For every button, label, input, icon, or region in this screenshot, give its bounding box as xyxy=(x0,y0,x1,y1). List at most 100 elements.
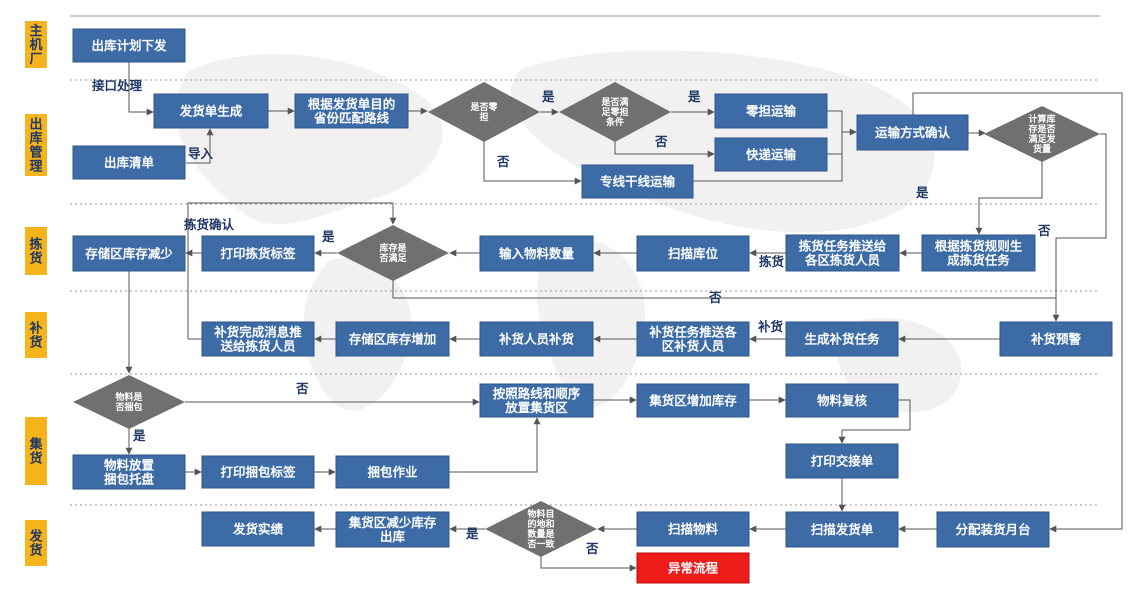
edge-label-yes_stock: 是 xyxy=(915,185,929,200)
decision-diamond xyxy=(73,375,185,429)
node-label: 库存是否满足 xyxy=(378,242,407,264)
connector xyxy=(693,154,843,182)
node-label: 补货任务推送各区补货人员 xyxy=(648,325,737,354)
node-inputqty: 输入物料数量 xyxy=(479,235,594,272)
process-box xyxy=(714,137,828,172)
process-box xyxy=(201,511,315,547)
node-label: 发货单生成 xyxy=(179,104,243,119)
process-box xyxy=(936,511,1050,548)
lane-label: 补货 xyxy=(28,321,42,351)
process-box xyxy=(72,28,186,63)
node-express: 快递运输 xyxy=(714,137,828,172)
edge-label-pick_confirm: 拣货确认 xyxy=(184,217,235,232)
decision-diamond xyxy=(428,82,540,142)
node-label: 快递运输 xyxy=(746,147,797,162)
node-label: 物料是否捆包 xyxy=(114,391,143,413)
node-storedec: 存储区库存减少 xyxy=(72,235,186,272)
edge-label-yes_ld: 是 xyxy=(541,89,555,104)
process-box xyxy=(479,321,594,357)
node-label: 根据发货单目的省份匹配路线 xyxy=(308,97,396,126)
node-trunk: 专线干线运输 xyxy=(581,164,694,199)
node-printpack: 打印捆包标签 xyxy=(201,455,315,489)
node-label: 物料放置捆包托盘 xyxy=(104,458,155,487)
node-packwork: 捆包作业 xyxy=(335,455,450,489)
node-label: 存储区库存增加 xyxy=(348,332,437,347)
node-plan: 出库计划下发 xyxy=(72,28,186,63)
connector xyxy=(912,92,1123,533)
decision-diamond xyxy=(559,82,671,142)
node-label: 存储区库存减少 xyxy=(84,246,173,261)
lane-label: 主机厂 xyxy=(29,23,42,67)
decision-d_enough: 库存是否满足 xyxy=(337,225,449,281)
node-shipdone: 发货实绩 xyxy=(201,511,315,547)
node-label: 扫描库位 xyxy=(668,246,719,261)
node-route: 根据发货单目的省份匹配路线 xyxy=(294,93,409,129)
connector xyxy=(827,110,857,136)
node-label: 计算库存是否满足发货量 xyxy=(1028,113,1056,155)
node-label: 输入物料数量 xyxy=(499,246,575,261)
decision-d_cond: 是否满足零担条件 xyxy=(559,82,671,142)
lane-tag-bar xyxy=(25,21,47,68)
node-label: 集货区减少库存出库 xyxy=(348,515,437,544)
process-box xyxy=(335,321,450,357)
node-gen: 发货单生成 xyxy=(153,93,269,129)
node-label: 补货完成消息推送给拣货人员 xyxy=(213,325,302,354)
node-pushrep: 补货任务推送各区补货人员 xyxy=(636,321,750,357)
decision-diamond xyxy=(485,501,597,557)
node-gentask: 根据拣货规则生成拣货任务 xyxy=(921,234,1036,272)
lane-outbound: 出库管理 xyxy=(25,114,47,176)
node-coninc: 集货区增加库存 xyxy=(636,383,750,418)
process-box xyxy=(479,383,594,418)
node-label: 物料目的地和数量是否一致 xyxy=(526,508,555,550)
connector xyxy=(449,417,541,473)
edge-label-no_enough: 否 xyxy=(708,290,722,305)
node-label: 打印捆包标签 xyxy=(220,465,296,480)
lane-tag-bar xyxy=(25,312,47,358)
decision-d_pack: 物料是否捆包 xyxy=(73,375,185,429)
process-box xyxy=(921,234,1036,272)
node-label: 是否满足零担条件 xyxy=(600,96,628,128)
connector xyxy=(483,126,582,185)
edge-label-replenish: 补货 xyxy=(757,319,784,334)
node-putpallet: 物料放置捆包托盘 xyxy=(72,454,186,490)
node-confirm: 运输方式确认 xyxy=(856,114,969,151)
node-label: 扫描物料 xyxy=(668,522,719,537)
lane-shipping: 发货 xyxy=(25,520,47,566)
process-box xyxy=(72,454,186,490)
process-box xyxy=(335,455,450,489)
node-label: 物料复核 xyxy=(817,393,868,408)
lane-label: 发货 xyxy=(28,529,43,559)
node-scanmat: 扫描物料 xyxy=(636,511,750,547)
edge-label-no_cond: 否 xyxy=(654,134,668,149)
connectors xyxy=(125,62,1123,572)
decision-d_ld: 是否零担 xyxy=(428,82,540,142)
edge-label-no_stock: 否 xyxy=(1037,223,1051,238)
lane-tag-bar xyxy=(25,227,47,275)
node-label: 根据拣货规则生成拣货任务 xyxy=(935,239,1023,268)
process-box xyxy=(294,93,409,129)
connector xyxy=(186,128,214,164)
node-label: 出库清单 xyxy=(104,155,155,170)
node-handover: 打印交接单 xyxy=(785,443,899,479)
decision-d_stock: 计算库存是否满足发货量 xyxy=(984,106,1100,162)
process-box xyxy=(636,321,750,357)
edge-label-no_pack: 否 xyxy=(295,381,309,396)
process-box xyxy=(201,321,315,357)
process-box xyxy=(856,114,969,151)
process-box xyxy=(636,235,750,272)
connector xyxy=(392,267,1056,299)
lane-label: 集货 xyxy=(28,437,43,467)
process-box xyxy=(72,145,186,180)
node-label: 补货人员补货 xyxy=(498,332,575,347)
edge-label-yes_pack: 是 xyxy=(132,428,146,443)
edge-label-yes_match: 是 xyxy=(465,526,479,541)
node-pushpick: 拣货任务推送给各区拣货人员 xyxy=(785,234,900,272)
edge-label-no_ld: 否 xyxy=(496,154,510,169)
lane-tag-bar xyxy=(25,520,47,566)
process-box xyxy=(785,321,899,357)
lane-oem: 主机厂 xyxy=(25,21,47,68)
node-label: 打印交接单 xyxy=(811,454,874,469)
process-box xyxy=(335,511,450,548)
process-box xyxy=(479,235,594,272)
